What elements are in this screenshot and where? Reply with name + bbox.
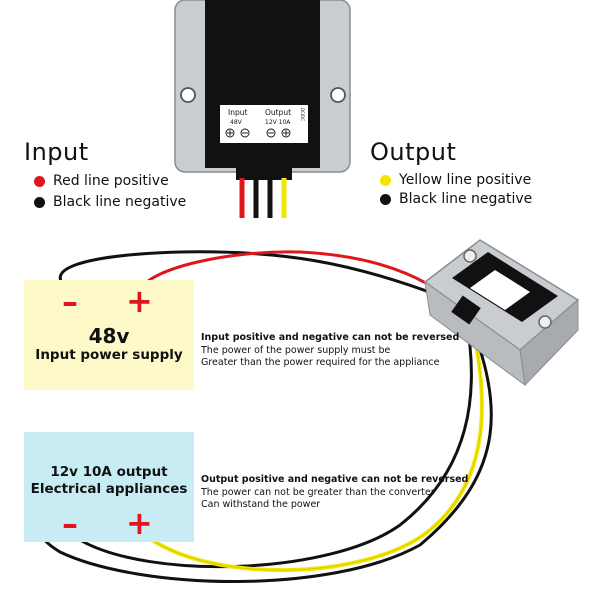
output-note: Output positive and negative can not be …	[201, 474, 468, 510]
converter-small-image	[423, 239, 580, 387]
legend-red-positive: Red line positive	[34, 173, 169, 189]
black-dot-icon	[380, 193, 391, 205]
input-plus-sign: +	[126, 282, 153, 320]
legend-text: Black line negative	[53, 194, 187, 210]
label-input-value: 48V	[230, 119, 242, 126]
input-power-box: – + 48v Input power supply	[24, 280, 194, 390]
output-section-title: Output	[370, 138, 457, 166]
input-section-title: Input	[24, 138, 89, 166]
output-note-line2: Can withstand the power	[201, 499, 321, 510]
output-line2: Electrical appliances	[30, 481, 188, 497]
label-input-title: Input	[228, 108, 248, 117]
input-note: Input positive and negative can not be r…	[201, 332, 459, 368]
black-dot-icon	[34, 196, 45, 208]
legend-text: Yellow line positive	[399, 172, 532, 188]
input-note-line2: Greater than the power required for the …	[201, 357, 440, 368]
converter-label: Input 48V Output 12V 10A DC/DC	[220, 106, 308, 130]
yellow-dot-icon	[380, 174, 391, 186]
output-plus-sign: +	[126, 504, 153, 542]
input-minus-sign: –	[62, 283, 78, 321]
converter-main-image	[174, 0, 351, 218]
label-side-text: DC/DC	[300, 107, 306, 122]
legend-text: Red line positive	[53, 173, 169, 189]
label-output-title: Output	[265, 108, 292, 117]
input-note-line1: The power of the power supply must be	[201, 345, 391, 356]
output-note-line1: The power can not be greater than the co…	[201, 487, 435, 498]
input-voltage: 48v	[88, 324, 130, 348]
input-label: Input power supply	[35, 347, 183, 363]
output-line1: 12v 10A output	[50, 464, 168, 480]
red-dot-icon	[34, 175, 45, 187]
output-appliance-box: 12v 10A output Electrical appliances – +	[24, 432, 194, 542]
legend-yellow-positive: Yellow line positive	[380, 172, 531, 188]
output-note-title: Output positive and negative can not be …	[201, 474, 469, 485]
label-output-value: 12V 10A	[265, 119, 291, 126]
legend-black-negative-input: Black line negative	[34, 194, 186, 210]
black-wire-2	[79, 317, 473, 569]
output-minus-sign: –	[62, 505, 78, 543]
input-note-title: Input positive and negative can not be r…	[201, 332, 460, 343]
legend-text: Black line negative	[399, 191, 533, 207]
legend-black-negative-output: Black line negative	[380, 191, 532, 207]
